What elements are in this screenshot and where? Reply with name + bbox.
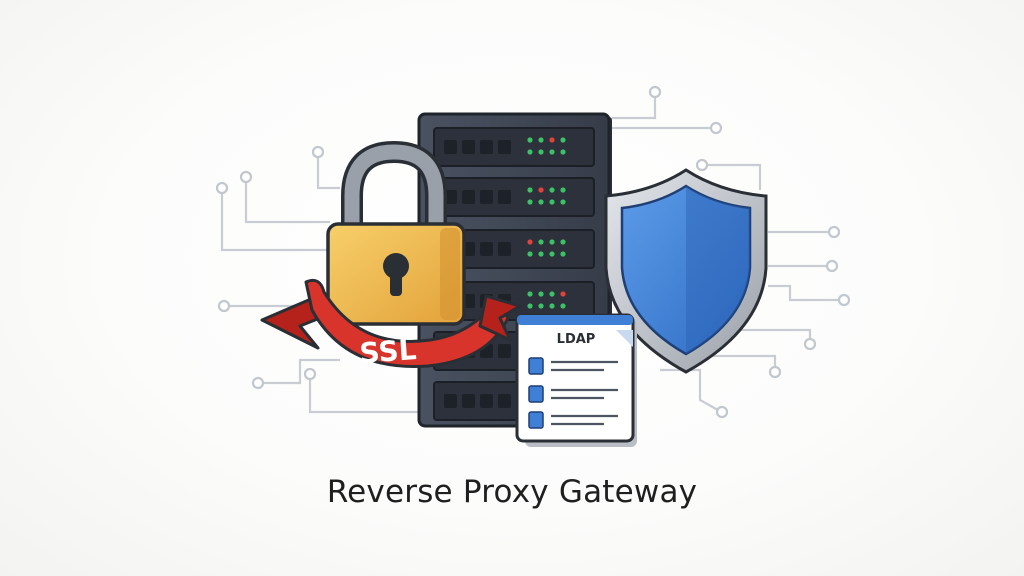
ldap-card-header bbox=[517, 315, 633, 325]
server-led bbox=[549, 239, 555, 245]
keyhole-slot bbox=[390, 268, 402, 296]
circuit-trace bbox=[740, 328, 812, 340]
server-led bbox=[549, 137, 555, 143]
circuit-trace bbox=[262, 358, 340, 385]
server-led bbox=[549, 251, 555, 257]
server-vent bbox=[462, 190, 475, 204]
server-led bbox=[538, 239, 544, 245]
server-vent bbox=[480, 242, 493, 256]
ldap-entry-icon bbox=[528, 357, 544, 375]
circuit-node bbox=[825, 259, 839, 273]
server-vent bbox=[444, 190, 457, 204]
server-led bbox=[538, 199, 544, 205]
circuit-node bbox=[251, 376, 265, 390]
circuit-node bbox=[768, 365, 782, 379]
ribbon-label: SSL bbox=[358, 333, 417, 370]
circuit-node bbox=[803, 337, 817, 351]
server-led bbox=[527, 239, 533, 245]
circuit-trace bbox=[220, 192, 330, 252]
server-led bbox=[560, 303, 566, 309]
card-corner bbox=[616, 330, 633, 347]
circuit-trace bbox=[700, 354, 777, 368]
server-led bbox=[538, 187, 544, 193]
circuit-node bbox=[715, 405, 729, 419]
server-led bbox=[538, 291, 544, 297]
ldap-card-rows bbox=[528, 357, 618, 429]
server-vent bbox=[444, 140, 457, 154]
server-vent bbox=[498, 140, 511, 154]
circuit-node bbox=[827, 225, 841, 239]
server-vent bbox=[480, 394, 493, 408]
circuit-node bbox=[311, 145, 325, 159]
server-led bbox=[549, 187, 555, 193]
server-vent bbox=[444, 394, 457, 408]
server-vent bbox=[498, 242, 511, 256]
server-led bbox=[538, 137, 544, 143]
server-unit bbox=[433, 127, 595, 167]
keyhole-icon bbox=[383, 253, 409, 279]
server-led bbox=[549, 303, 555, 309]
server-led bbox=[560, 251, 566, 257]
circuit-trace bbox=[316, 156, 340, 190]
server-led bbox=[549, 199, 555, 205]
server-led bbox=[560, 187, 566, 193]
circuit-traces bbox=[220, 96, 840, 414]
server-vent bbox=[498, 190, 511, 204]
shield-face bbox=[620, 184, 752, 356]
circuit-trace bbox=[768, 284, 840, 302]
server-led bbox=[560, 199, 566, 205]
server-vent bbox=[498, 344, 511, 358]
circuit-trace bbox=[244, 181, 330, 224]
ldap-entry-icon bbox=[528, 385, 544, 403]
server-led bbox=[527, 187, 533, 193]
server-led bbox=[538, 149, 544, 155]
server-led bbox=[549, 291, 555, 297]
circuit-node bbox=[709, 121, 723, 135]
ribbon-banner: SSL bbox=[260, 278, 522, 370]
server-led bbox=[527, 199, 533, 205]
padlock-side-shade bbox=[440, 228, 460, 320]
circuit-node bbox=[239, 170, 253, 184]
server-vent bbox=[462, 394, 475, 408]
server-vent bbox=[498, 394, 511, 408]
server-led bbox=[560, 239, 566, 245]
server-led bbox=[538, 303, 544, 309]
server-led bbox=[560, 149, 566, 155]
server-vent bbox=[462, 140, 475, 154]
circuit-node bbox=[695, 158, 709, 172]
diagram-caption: Reverse Proxy Gateway bbox=[326, 474, 698, 510]
server-led bbox=[538, 251, 544, 257]
server-led bbox=[549, 149, 555, 155]
circuit-trace bbox=[706, 163, 762, 190]
server-led bbox=[527, 137, 533, 143]
server-led bbox=[560, 291, 566, 297]
circuit-node bbox=[648, 85, 662, 99]
server-led bbox=[527, 303, 533, 309]
ldap-card-title: LDAP bbox=[557, 332, 596, 347]
circuit-node bbox=[217, 299, 231, 313]
server-vent bbox=[480, 140, 493, 154]
circuit-nodes bbox=[215, 85, 851, 419]
server-vent bbox=[480, 190, 493, 204]
ldap-directory-icon: LDAP bbox=[515, 313, 637, 447]
padlock-icon bbox=[326, 140, 466, 326]
shield-icon bbox=[604, 168, 768, 374]
ldap-entry-icon bbox=[528, 411, 544, 429]
server-led bbox=[527, 251, 533, 257]
circuit-node bbox=[215, 181, 229, 195]
server-led bbox=[560, 137, 566, 143]
server-unit bbox=[433, 177, 595, 217]
server-led bbox=[527, 291, 533, 297]
circuit-node bbox=[837, 293, 851, 307]
server-led bbox=[527, 149, 533, 155]
circuit-trace bbox=[612, 96, 657, 120]
circuit-node bbox=[303, 367, 317, 381]
circuit-trace bbox=[308, 374, 420, 414]
ribbon-tail-right bbox=[478, 294, 522, 342]
padlock-shackle bbox=[344, 144, 444, 240]
shield-shade bbox=[686, 186, 750, 354]
circuit-trace bbox=[660, 368, 719, 411]
